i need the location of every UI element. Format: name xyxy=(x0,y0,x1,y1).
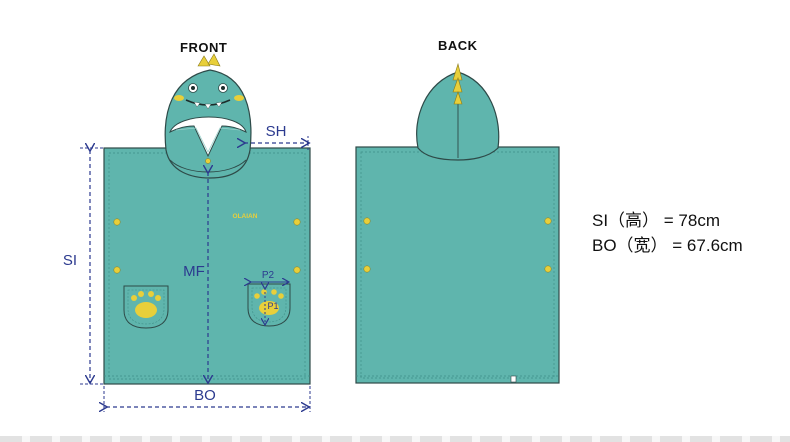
back-poncho xyxy=(355,62,560,384)
back-snap-button xyxy=(544,265,552,273)
brand-label: OLAIAN xyxy=(233,213,258,220)
si-label: SI xyxy=(63,252,77,269)
front-poncho: OLAIAN xyxy=(103,53,311,385)
front-snap-button xyxy=(293,266,301,274)
sh-label: SH xyxy=(266,123,287,140)
left-pocket-paw xyxy=(123,285,169,329)
bottom-divider xyxy=(0,436,790,442)
back-body-panel xyxy=(355,146,560,384)
spec-bo-width: BO（宽） = 67.6cm xyxy=(592,236,743,255)
mf-label: MF xyxy=(183,263,205,280)
p2-label: P2 xyxy=(262,270,275,281)
back-snap-button xyxy=(363,265,371,273)
front-snap-button xyxy=(113,266,121,274)
back-view-title: BACK xyxy=(438,38,478,53)
spec-si-height: SI（高） = 78cm xyxy=(592,211,721,230)
back-snap-button xyxy=(363,217,371,225)
front-snap-button xyxy=(293,218,301,226)
front-view-title: FRONT xyxy=(180,40,228,55)
back-hood xyxy=(416,62,500,161)
front-dimensions: SH SI MF P2 P1 BO xyxy=(63,123,311,412)
bo-label: BO xyxy=(194,387,216,404)
front-snap-button xyxy=(113,218,121,226)
back-snap-button xyxy=(544,217,552,225)
p1-label: P1 xyxy=(267,301,278,311)
front-hood-dino xyxy=(164,53,252,179)
care-label-tag xyxy=(510,375,517,383)
front-body-panel xyxy=(103,147,311,385)
